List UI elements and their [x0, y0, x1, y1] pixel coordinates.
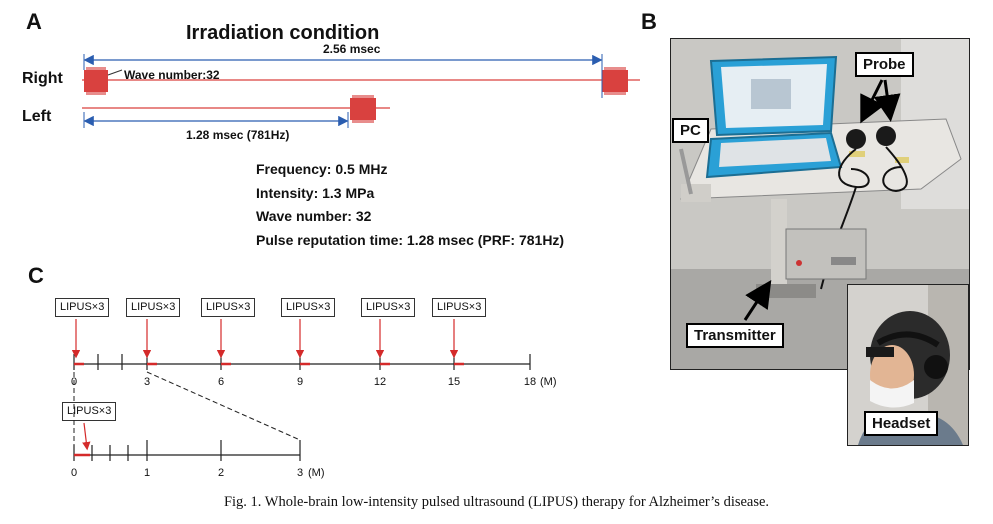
- right-channel-label: Right: [22, 70, 63, 87]
- span-duration-label: 2.56 msec: [323, 42, 381, 56]
- param-frequency: Frequency: 0.5 MHz: [256, 161, 388, 177]
- lipus-box-zoom: LIPUS×3: [62, 402, 117, 421]
- top-tick-3: 3: [143, 376, 151, 388]
- param-pulse-repetition: Pulse reputation time: 1.28 msec (PRF: 7…: [256, 231, 565, 248]
- left-channel-label: Left: [22, 108, 52, 125]
- figure-caption: Fig. 1. Whole-brain low-intensity pulsed…: [223, 494, 770, 510]
- top-axis-unit: (M): [540, 376, 557, 388]
- top-tick-0: 0: [70, 376, 78, 388]
- treatment-timeline: [71, 319, 531, 461]
- bottom-tick-2: 2: [217, 467, 225, 479]
- transmitter-label: Transmitter: [686, 323, 784, 348]
- wave-number-label: Wave number:32: [124, 68, 220, 82]
- bottom-tick-1: 1: [143, 467, 151, 479]
- top-tick-18: 18: [523, 376, 537, 388]
- lipus-box-15: LIPUS×3: [432, 298, 487, 317]
- param-intensity: Intensity: 1.3 MPa: [256, 184, 375, 201]
- lipus-box-9: LIPUS×3: [281, 298, 336, 317]
- lipus-box-6: LIPUS×3: [201, 298, 256, 317]
- headset-label: Headset: [864, 411, 939, 436]
- panel-a-title: Irradiation condition: [186, 22, 380, 44]
- panel-a-letter: A: [26, 9, 42, 34]
- interval-duration-label: 1.28 msec (781Hz): [186, 128, 290, 142]
- lipus-box-12: LIPUS×3: [361, 298, 416, 317]
- bottom-tick-3: 3: [296, 467, 304, 479]
- top-tick-12: 12: [373, 376, 387, 388]
- top-tick-15: 15: [447, 376, 461, 388]
- top-tick-9: 9: [296, 376, 304, 388]
- pulse-timing-diagram: [82, 54, 640, 128]
- panel-b-letter: B: [641, 9, 657, 34]
- top-tick-6: 6: [217, 376, 225, 388]
- bottom-axis-unit: (M): [308, 467, 325, 479]
- right-pulse-2: [602, 67, 628, 95]
- param-wave-number: Wave number: 32: [256, 208, 372, 224]
- lipus-box-0: LIPUS×3: [55, 298, 110, 317]
- irradiation-parameters: Frequency: 0.5 MHz Intensity: 1.3 MPa Wa…: [256, 158, 564, 252]
- lipus-box-3: LIPUS×3: [126, 298, 181, 317]
- panel-c-letter: C: [28, 263, 44, 288]
- right-pulse-1: [84, 67, 108, 95]
- panel-b-pointers: [743, 79, 901, 321]
- bottom-tick-0: 0: [70, 467, 78, 479]
- probe-label: Probe: [855, 52, 914, 77]
- left-pulse: [350, 95, 376, 123]
- pc-label: PC: [672, 118, 709, 143]
